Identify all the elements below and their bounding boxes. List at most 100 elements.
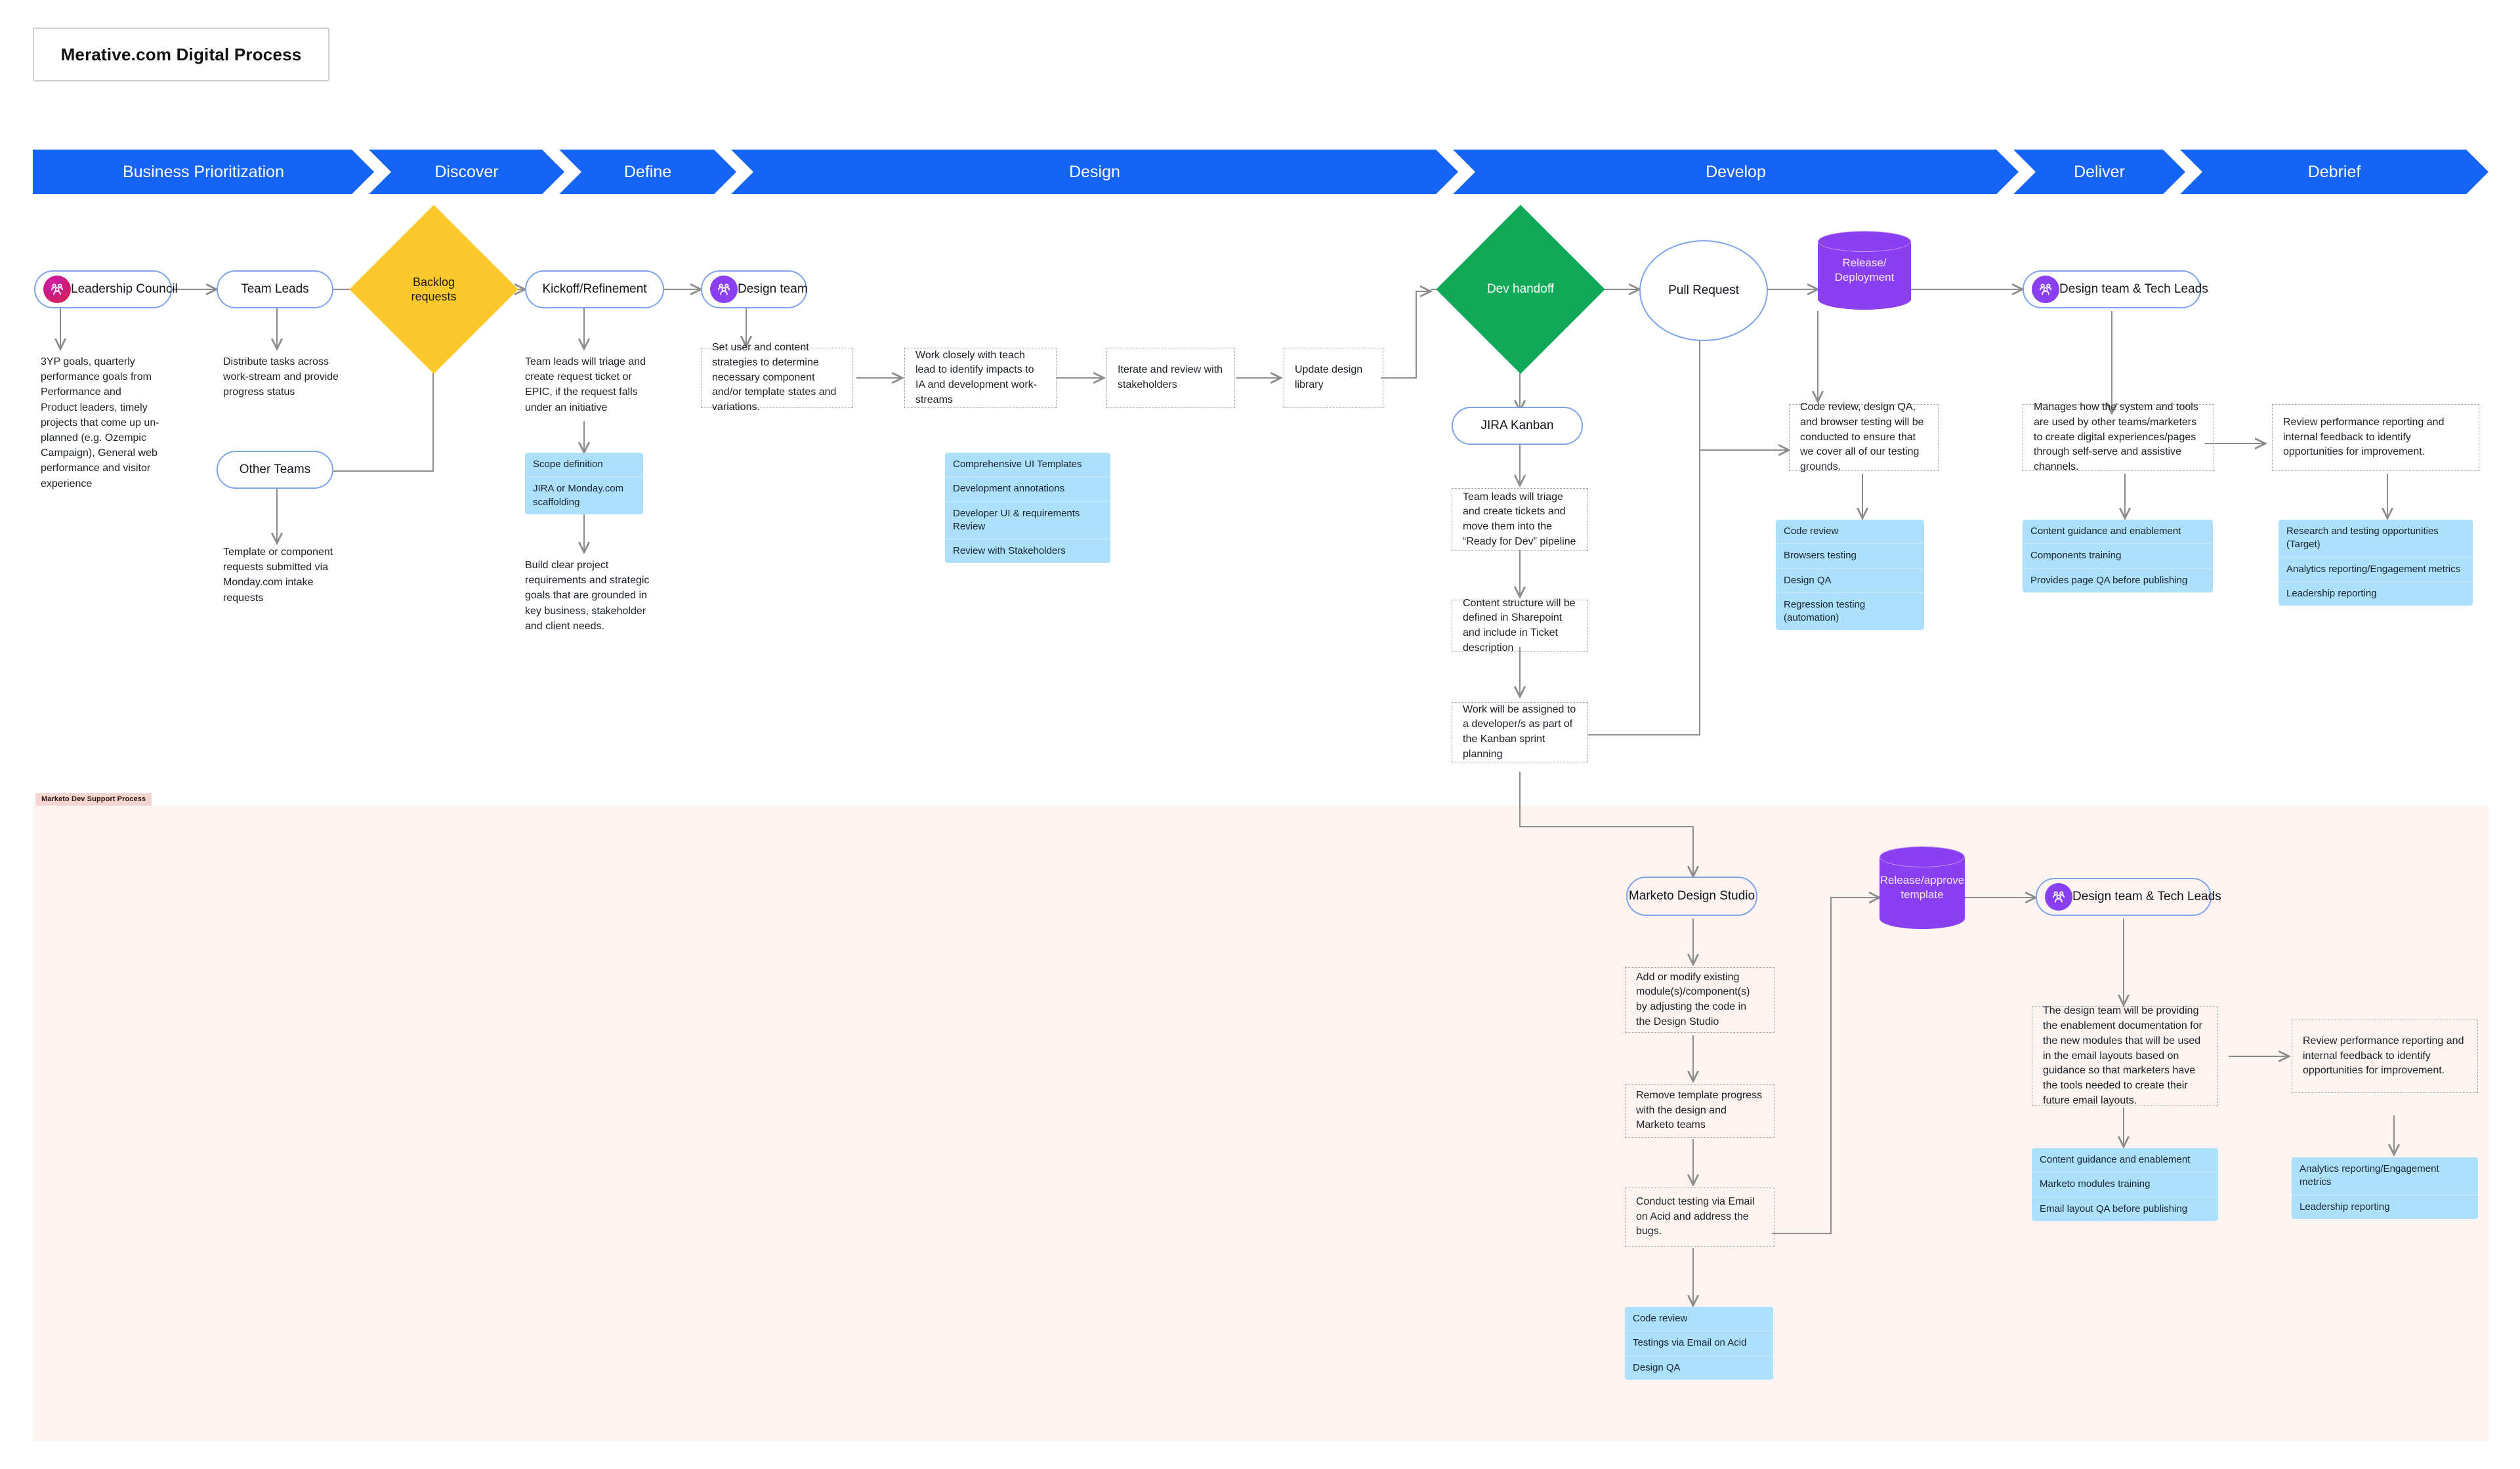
list-item: Review with Stakeholders xyxy=(953,545,1066,556)
list-item: Browsers testing xyxy=(1776,544,1924,569)
list-item: Comprehensive UI Templates xyxy=(945,453,1110,478)
node-label: Other Teams xyxy=(239,463,311,476)
node-label: Design team & Tech Leads xyxy=(2059,282,2208,296)
text-kickoff-desc: Team leads will triage and create reques… xyxy=(525,356,646,413)
node-kickoff-refinement[interactable]: Kickoff/Refinement xyxy=(525,270,664,308)
node-label: Leadership Council xyxy=(71,282,178,296)
list-item: Components training xyxy=(2023,544,2213,569)
people-icon xyxy=(2045,883,2072,911)
node-release-deployment[interactable]: Release/ Deployment xyxy=(1818,231,1911,310)
list-item: Testings via Email on Acid xyxy=(1625,1331,1773,1356)
people-icon xyxy=(2032,276,2059,303)
list-item: Design QA xyxy=(1633,1361,1681,1373)
node-dev-handoff[interactable]: Dev handoff xyxy=(1436,205,1605,374)
list-item: Development annotations xyxy=(945,477,1110,502)
phase-label: Discover xyxy=(434,162,499,181)
note-text: Review performance reporting and interna… xyxy=(2303,1035,2464,1077)
node-marketo-design-studio[interactable]: Marketo Design Studio xyxy=(1626,877,1757,916)
node-leadership-council[interactable]: Leadership Council xyxy=(34,270,178,308)
note-text: Conduct testing via Email on Acid and ad… xyxy=(1636,1195,1755,1237)
note-review-performance: Review performance reporting and interna… xyxy=(2272,404,2479,471)
note-iterate-review: Iterate and review with stakeholders xyxy=(1106,348,1235,408)
node-label: Kickoff/Refinement xyxy=(542,282,647,296)
list-qa-outputs: Code review Browsers testing Design QA R… xyxy=(1776,520,1924,631)
node-label: Release/ Deployment xyxy=(1818,231,1911,310)
text-other-teams-desc: Template or component requests submitted… xyxy=(223,547,333,604)
list-item: Provides page QA before publishing xyxy=(2030,574,2188,586)
diagram-title-card: Merative.com Digital Process xyxy=(33,28,329,81)
node-release-approve-template[interactable]: Release/approve template xyxy=(1880,846,1965,929)
node-jira-kanban[interactable]: JIRA Kanban xyxy=(1452,407,1583,445)
list-item: Code review xyxy=(1625,1307,1773,1332)
list-item: Code review xyxy=(1776,520,1924,545)
node-label-line1: Backlog xyxy=(412,275,455,289)
node-label: Dev handoff xyxy=(1486,282,1555,297)
note-remove-template: Remove template progress with the design… xyxy=(1625,1084,1774,1138)
list-item: Email layout QA before publishing xyxy=(2040,1203,2188,1214)
note-work-closely: Work closely with teach lead to identify… xyxy=(904,348,1057,408)
list-item: Research and testing opportunities (Targ… xyxy=(2278,520,2473,558)
note-add-modify: Add or modify existing module(s)/compone… xyxy=(1625,967,1774,1033)
note-text: The design team will be providing the en… xyxy=(2043,1005,2202,1106)
list-enablement-outputs: Content guidance and enablement Componen… xyxy=(2023,520,2213,592)
list-item: Analytics reporting/Engagement metrics xyxy=(2292,1157,2478,1195)
list-item: Regression testing (automation) xyxy=(1784,598,1866,623)
node-pull-request[interactable]: Pull Request xyxy=(1639,240,1768,341)
list-item: Leadership reporting xyxy=(2286,587,2377,599)
phase-business-prioritization[interactable]: Business Prioritization xyxy=(33,150,374,194)
page-title: Merative.com Digital Process xyxy=(60,44,302,64)
node-label-line2: template xyxy=(1900,888,1944,901)
node-label: Pull Request xyxy=(1668,283,1739,297)
phase-label: Business Prioritization xyxy=(123,162,284,181)
node-team-leads[interactable]: Team Leads xyxy=(217,270,333,308)
note-content-structure: Content structure will be defined in Sha… xyxy=(1452,598,1588,653)
note-design-team-enablement: The design team will be providing the en… xyxy=(2032,1005,2218,1106)
phase-debrief[interactable]: Debrief xyxy=(2180,150,2488,194)
note-update-design-library: Update design library xyxy=(1284,348,1383,408)
note-text: Review performance reporting and interna… xyxy=(2283,416,2445,458)
node-label: Release/approve template xyxy=(1880,846,1965,929)
note-triage-tickets: Team leads will triage and create ticket… xyxy=(1452,488,1588,551)
phase-develop[interactable]: Develop xyxy=(1453,150,2019,194)
phase-discover[interactable]: Discover xyxy=(369,150,564,194)
node-label: Design team & Tech Leads xyxy=(2072,890,2221,903)
list-item: Content guidance and enablement xyxy=(2023,520,2213,545)
people-icon xyxy=(710,276,738,303)
list-item: JIRA or Monday.com scaffolding xyxy=(533,483,624,508)
list-item: Marketo modules training xyxy=(2032,1172,2218,1197)
node-backlog-requests[interactable]: Backlog requests xyxy=(349,205,518,374)
node-label-line2: Deployment xyxy=(1834,271,1895,283)
list-item: Developer UI & requirements Review xyxy=(945,502,1110,539)
note-text: Remove template progress with the design… xyxy=(1636,1089,1763,1131)
list-marketo-qa-outputs: Code review Testings via Email on Acid D… xyxy=(1625,1307,1773,1380)
phase-deliver[interactable]: Deliver xyxy=(2013,150,2185,194)
text-build-requirements-desc: Build clear project requirements and str… xyxy=(525,560,650,632)
marketo-support-lane-tag: Marketo Dev Support Process xyxy=(35,793,152,806)
text-leadership-council-desc: 3YP goals, quarterly performance goals f… xyxy=(41,356,159,489)
note-text: Update design library xyxy=(1295,364,1363,390)
list-scope-definition: Scope definition JIRA or Monday.com scaf… xyxy=(525,453,643,514)
list-item: Leadership reporting xyxy=(2300,1201,2390,1212)
note-text: Content structure will be defined in Sha… xyxy=(1463,597,1576,653)
list-item: Content guidance and enablement xyxy=(2032,1148,2218,1173)
node-other-teams[interactable]: Other Teams xyxy=(217,451,333,489)
note-text: Work closely with teach lead to identify… xyxy=(915,349,1037,405)
node-design-team[interactable]: Design team xyxy=(701,270,808,308)
node-design-team-tech-leads[interactable]: Design team & Tech Leads xyxy=(2023,270,2208,308)
cylinder-top xyxy=(1818,231,1911,252)
cylinder-top xyxy=(1880,846,1965,867)
node-label-line1: Release/approve xyxy=(1880,873,1965,886)
note-text: Code review, design QA, and browser test… xyxy=(1800,402,1924,473)
node-label: JIRA Kanban xyxy=(1480,419,1554,432)
list-item: Scope definition xyxy=(525,453,643,478)
list-design-outputs: Comprehensive UI Templates Development a… xyxy=(945,453,1110,564)
list-debrief-outputs: Research and testing opportunities (Targ… xyxy=(2278,520,2473,606)
phase-label: Develop xyxy=(1706,162,1766,181)
node-design-team-tech-leads-marketo[interactable]: Design team & Tech Leads xyxy=(2036,878,2221,916)
note-manages-system: Manages how the system and tools are use… xyxy=(2023,402,2214,472)
phase-define[interactable]: Define xyxy=(559,150,736,194)
phase-design[interactable]: Design xyxy=(731,150,1458,194)
phase-label: Debrief xyxy=(2307,162,2361,181)
people-icon xyxy=(43,276,71,303)
